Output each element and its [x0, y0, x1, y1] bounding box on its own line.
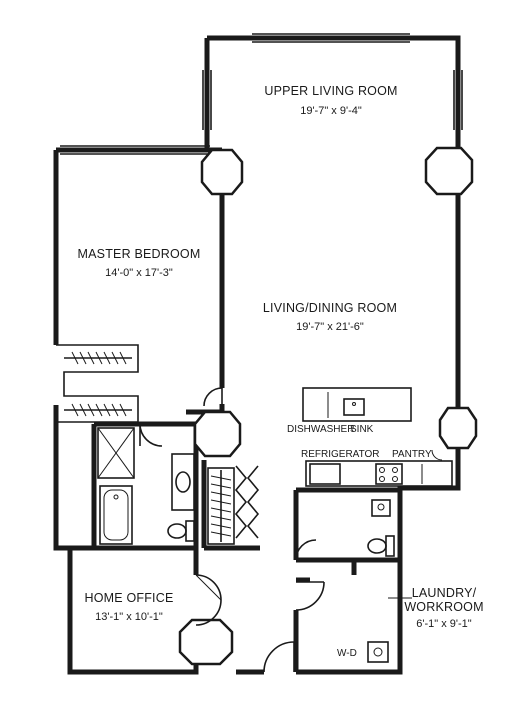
laundry-dims: 6'-1" x 9'-1" [416, 618, 472, 630]
upper-living-room-name: UPPER LIVING ROOM [264, 84, 397, 98]
dishwasher-label: DISHWASHER [287, 424, 354, 435]
kitchen [302, 387, 453, 487]
upper-living-room-dims: 19'-7" x 9'-4" [300, 105, 362, 117]
bay-columns [178, 146, 478, 666]
home-office-name: HOME OFFICE [84, 591, 173, 605]
fixture-labels: DISHWASHER SINK REFRIGERATOR PANTRY W-D [287, 424, 432, 659]
living-dining-room-name: LIVING/DINING ROOM [263, 301, 397, 315]
home-office-dims: 13'-1" x 10'-1" [95, 611, 163, 623]
room-labels: UPPER LIVING ROOM 19'-7" x 9'-4" MASTER … [78, 84, 484, 630]
refrigerator-label: REFRIGERATOR [301, 449, 380, 460]
laundry-fixtures [367, 597, 412, 663]
exterior-walls [53, 35, 461, 675]
doors [139, 387, 443, 673]
master-bedroom-dims: 14'-0" x 17'-3" [105, 267, 173, 279]
washer-dryer-label: W-D [337, 648, 357, 659]
windows [60, 33, 463, 155]
pantry-label: PANTRY [392, 449, 432, 460]
living-dining-room-dims: 19'-7" x 21'-6" [296, 321, 364, 333]
master-bedroom-name: MASTER BEDROOM [78, 247, 201, 261]
closet-rods [56, 344, 235, 545]
powder-room-fixtures [367, 499, 395, 557]
laundry-name-line2: WORKROOM [404, 600, 483, 614]
laundry-name-line1: LAUNDRY/ [412, 586, 477, 600]
sink-label: SINK [350, 424, 374, 435]
bath-fixtures [97, 427, 195, 545]
